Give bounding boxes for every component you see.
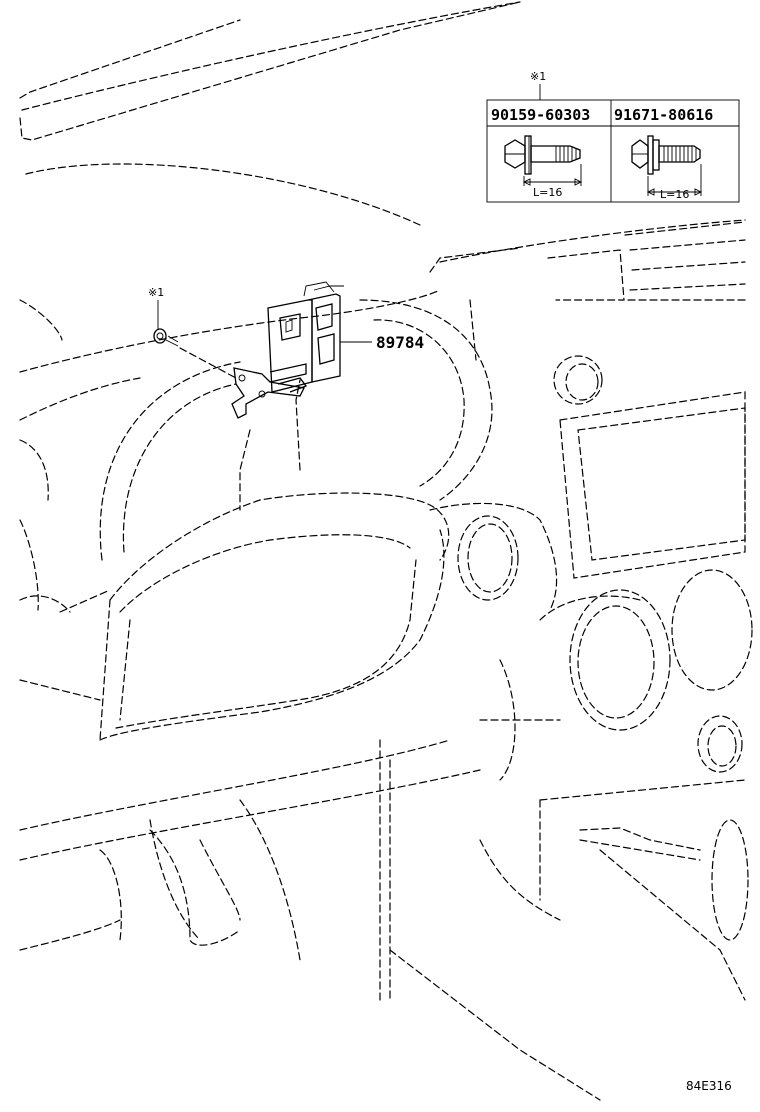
fastener-table <box>486 84 740 203</box>
combination-meter <box>19 492 450 741</box>
hazard-knob <box>553 355 603 405</box>
length-label-col1: L=16 <box>533 186 562 199</box>
table-ref-mark: ※1 <box>530 70 546 83</box>
windshield-outline <box>19 1 521 341</box>
table-header-col2: 91671-80616 <box>614 106 713 124</box>
bolt-ref-mark: ※1 <box>148 286 164 299</box>
steering-column-cover <box>99 829 241 946</box>
length-label-col2: L=16 <box>660 188 689 201</box>
dashboard-top <box>19 219 746 613</box>
center-display <box>559 391 746 579</box>
bolt-icon <box>153 300 237 379</box>
flange-bolt-icon <box>504 135 583 186</box>
part-number-label: 89784 <box>376 333 424 352</box>
center-air-vent <box>469 221 746 361</box>
table-header-col1: 90159-60303 <box>491 106 590 124</box>
center-stack <box>429 502 753 1001</box>
meter-hood <box>99 299 493 561</box>
washer-bolt-icon <box>631 135 703 196</box>
figure-code: 84E316 <box>686 1079 732 1093</box>
lower-panel <box>19 739 601 1101</box>
ecu-89784 <box>231 281 344 419</box>
